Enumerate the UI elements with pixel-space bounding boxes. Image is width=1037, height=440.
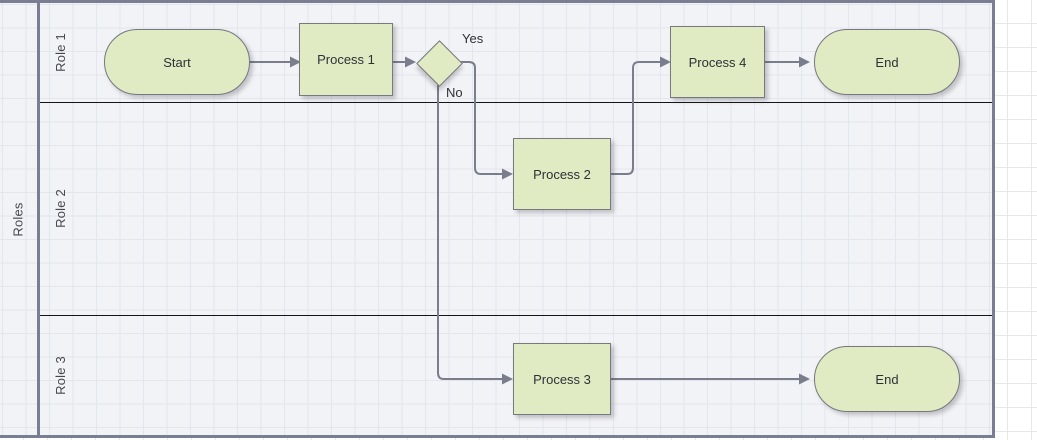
lane-label-text-role-2: Role 2 — [52, 188, 68, 228]
node-process-2[interactable]: Process 2 — [513, 138, 611, 210]
node-process-4-label: Process 4 — [688, 54, 747, 70]
edge-label-yes: Yes — [462, 31, 484, 46]
node-start[interactable]: Start — [104, 29, 250, 95]
node-process-1[interactable]: Process 1 — [299, 23, 393, 96]
lane-label-text-role-3: Role 3 — [52, 355, 68, 395]
lane-label-role-2: Role 2 — [43, 102, 77, 314]
node-end-1-label: End — [875, 54, 899, 70]
node-process-3-label: Process 3 — [533, 371, 591, 387]
node-decision[interactable] — [415, 39, 463, 87]
decision-diamond-icon — [415, 39, 463, 87]
node-process-3[interactable]: Process 3 — [513, 343, 611, 415]
pool-header: Roles — [0, 3, 40, 435]
lane-label-role-3: Role 3 — [43, 315, 77, 435]
node-end-2[interactable]: End — [814, 346, 960, 412]
lane-divider-2-3 — [40, 315, 992, 316]
lane-label-role-1: Role 1 — [43, 3, 77, 101]
node-process-2-label: Process 2 — [533, 166, 591, 182]
lane-label-text-role-1: Role 1 — [52, 32, 68, 72]
node-start-label: Start — [163, 54, 191, 70]
node-process-4[interactable]: Process 4 — [670, 26, 765, 98]
swimlane-pool[interactable]: Roles Role 1 Role 2 Role 3 — [0, 0, 995, 438]
pool-header-label: Roles — [10, 201, 26, 237]
node-process-1-label: Process 1 — [317, 52, 375, 67]
edge-label-no: No — [446, 85, 463, 100]
lane-divider-1-2 — [40, 102, 992, 103]
node-end-1[interactable]: End — [814, 29, 960, 95]
node-end-2-label: End — [875, 371, 899, 387]
